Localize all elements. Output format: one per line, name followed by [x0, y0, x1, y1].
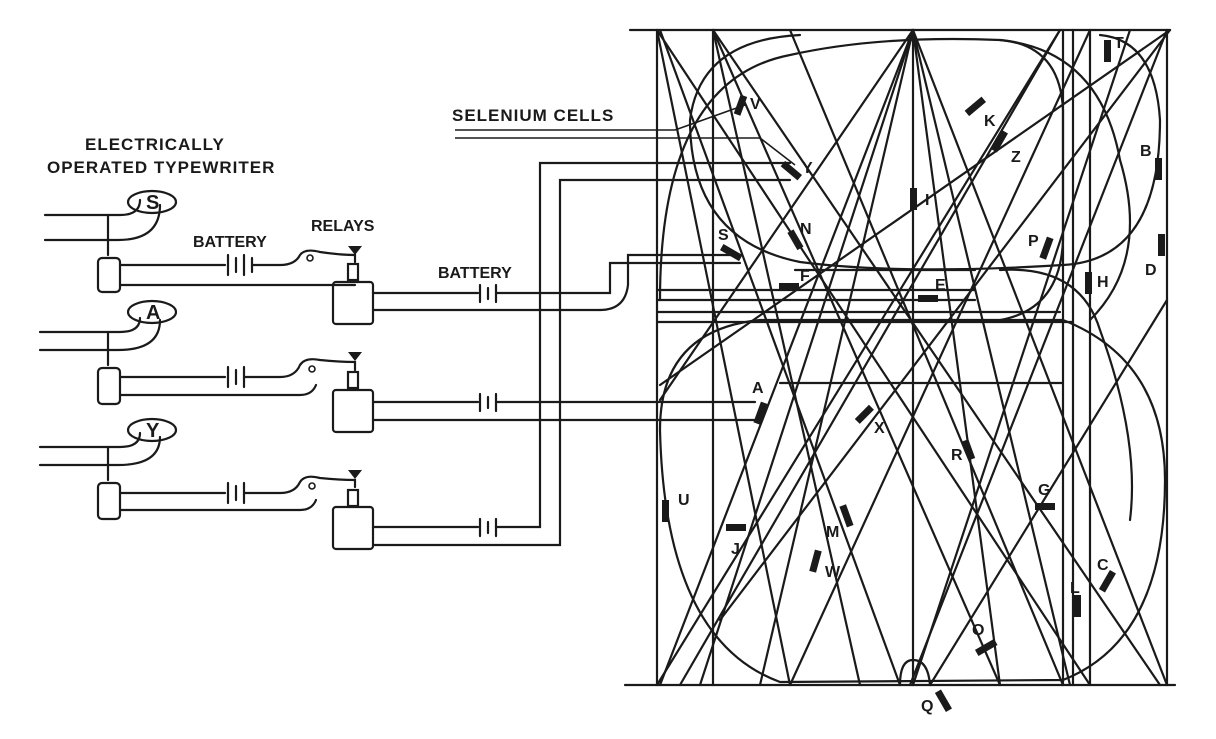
- cell-labels: V Y K Z B I S N F E P H D A X R G U J M …: [678, 35, 1157, 715]
- relay-a: [331, 388, 375, 434]
- cell-label-g: G: [1038, 482, 1050, 499]
- battery-label-1: BATTERY: [193, 234, 267, 251]
- cell-label-r: R: [951, 447, 963, 464]
- cell-label-h: H: [1097, 274, 1109, 291]
- cell-label-u: U: [678, 492, 690, 509]
- typewriter-magnet-s: [96, 256, 122, 294]
- key-s-letter: S: [146, 192, 159, 214]
- cell-label-t: T: [1114, 35, 1124, 52]
- relay-y: [331, 505, 375, 551]
- key-y-letter: Y: [146, 420, 160, 442]
- cell-label-b: B: [1140, 143, 1152, 160]
- cell-label-m: M: [826, 524, 839, 541]
- cell-label-n: N: [800, 221, 812, 238]
- selenium-cells: [662, 40, 1165, 713]
- cell-label-c: C: [1097, 557, 1109, 574]
- relays-label: RELAYS: [311, 218, 375, 235]
- typewriter-row-y: Y: [38, 161, 792, 551]
- cell-label-d: D: [1145, 262, 1157, 279]
- cell-label-x: X: [874, 420, 885, 437]
- cell-label-f: F: [800, 268, 810, 285]
- cell-label-z: Z: [1011, 149, 1021, 166]
- relay-s: [331, 280, 375, 326]
- letter-grid: V Y K Z B I S N F E P H D A X R G U J M …: [623, 28, 1177, 715]
- key-s: [126, 189, 178, 215]
- cell-label-o: O: [972, 622, 984, 639]
- typewriter-row-s: S BATTERY RELAYS BATTERY: [43, 189, 742, 326]
- cell-label-y: Y: [802, 160, 813, 177]
- cell-label-l: L: [1070, 580, 1080, 597]
- cell-label-a: A: [752, 380, 764, 397]
- cell-label-k: K: [984, 113, 996, 130]
- cell-label-w: W: [825, 564, 841, 581]
- typewriter-label-line1: ELECTRICALLY: [85, 135, 225, 154]
- key-y: [126, 417, 178, 443]
- cell-label-i: I: [925, 192, 929, 209]
- typewriter-magnet-y: [96, 481, 122, 521]
- typewriter-magnet-a: [96, 366, 122, 406]
- key-a-letter: A: [146, 302, 160, 324]
- key-a: [126, 299, 178, 325]
- typewriter-label-line2: OPERATED TYPEWRITER: [47, 158, 275, 177]
- cell-label-j: J: [731, 541, 740, 558]
- typewriter-row-a: A: [38, 299, 757, 434]
- cell-label-q: Q: [921, 698, 933, 715]
- selenium-cells-label: SELENIUM CELLS: [452, 106, 614, 125]
- cell-label-s: S: [718, 227, 729, 244]
- battery-label-2: BATTERY: [438, 265, 512, 282]
- cell-label-p: P: [1028, 233, 1039, 250]
- cell-label-v: V: [750, 96, 761, 113]
- cell-label-e: E: [935, 277, 946, 294]
